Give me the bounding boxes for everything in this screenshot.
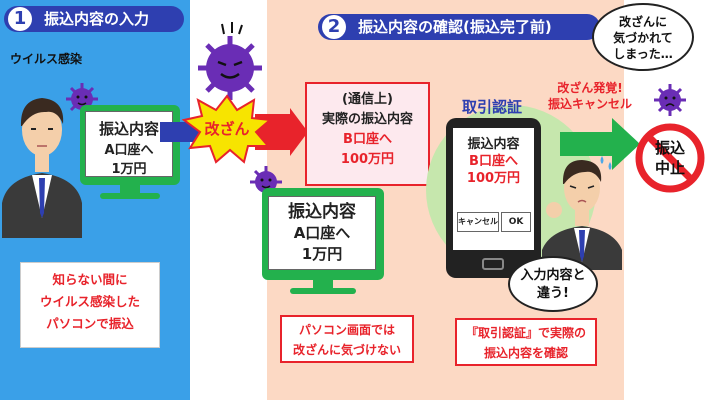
smartphone: 振込内容 B口座へ 100万円 キャンセル OK [446,118,541,278]
note1-line3: パソコンで振込 [46,316,134,331]
monitor2-line2: A口座へ [293,224,351,242]
small-virus-icon-2 [250,166,282,198]
monitor2-line3: 1万円 [301,245,343,263]
virus-infection-label: ウイルス感染 [10,52,83,66]
phone-line3: 100万円 [466,171,521,186]
auth-note-line2: 振込内容を確認 [483,346,568,360]
step1-header: 1 振込内容の入力 [4,6,184,32]
phone-cancel-button[interactable]: キャンセル [457,212,499,232]
phone-line1: 振込内容 [467,137,520,152]
detect-line2: 振込キャンセル [548,97,633,111]
pc-monitor-step2: 振込内容 A口座へ 1万円 [262,188,384,280]
businessman-illustration [2,98,82,238]
auth-check-note: 『取引認証』で実際の 振込内容を確認 [455,318,597,366]
virus-icon [198,22,262,100]
thought-line3: しまった… [613,47,673,61]
tamper-label: 改ざん [204,120,250,138]
actual-line1: (通信上) [342,92,393,107]
step1-title: 振込内容の入力 [44,10,150,28]
actual-line2: 実際の振込内容 [321,112,413,127]
mismatch-callout: 入力内容と 違う! [508,256,598,312]
actual-line3: B口座へ [343,132,392,147]
pc-cannot-detect-note: パソコン画面では 改ざんに気づけない [280,315,414,363]
pc-monitor-step2-screen: 振込内容 A口座へ 1万円 [268,196,376,270]
cancel-arrow [560,118,640,170]
pc-note-line1: パソコン画面では [298,323,395,337]
auth-note-line1: 『取引認証』で実際の [465,326,586,340]
stop-line1: 振込 [654,139,685,157]
virus-thought-bubble: 改ざんに 気づかれて しまった… [592,3,694,71]
phone-content: 振込内容 B口座へ 100万円 [453,136,534,187]
phone-home-button [482,258,504,270]
step1-number: 1 [8,7,32,31]
actual-line4: 100万円 [340,152,395,167]
monitor2-stand [313,280,333,288]
step2-number: 2 [322,15,346,39]
monitor1-line1: 振込内容 [98,120,159,138]
transaction-auth-label: 取引認証 [462,98,523,116]
phone-line2: B口座へ [469,154,518,169]
pc-monitor-step1-screen: 振込内容 A口座へ 1万円 [85,111,173,177]
transfer-stop-label: 振込 中止 [634,138,706,178]
tamper-burst [182,94,272,164]
callout-line2: 違う! [537,286,569,301]
phone-ok-button[interactable]: OK [501,212,531,232]
detect-line1: 改ざん発覚! [557,81,623,95]
sad-virus-icon [654,84,686,116]
pc-monitor-step1: 振込内容 A口座へ 1万円 [80,105,180,185]
monitor2-base [290,288,356,294]
pc-note-line2: 改ざんに気づけない [292,343,401,357]
callout-line1: 入力内容と [520,268,586,283]
step2-title: 振込内容の確認(振込完了前) [358,18,552,36]
step2-header: 2 振込内容の確認(振込完了前) [318,14,600,40]
monitor1-line3: 1万円 [111,162,147,177]
actual-transfer-card: (通信上) 実際の振込内容 B口座へ 100万円 [305,82,430,186]
tamper-detected-label: 改ざん発覚! 振込キャンセル [548,80,632,112]
monitor2-line1: 振込内容 [288,202,356,222]
note1-line1: 知らない間に [52,272,128,287]
monitor1-line2: A口座へ [104,143,154,158]
monitor1-base [100,193,160,199]
infected-pc-note: 知らない間に ウイルス感染した パソコンで振込 [20,262,160,348]
monitor1-stand [120,185,140,193]
prohibited-icon [635,123,705,193]
thought-line2: 気づかれて [613,31,673,45]
thought-line1: 改ざんに [618,15,667,29]
note1-line2: ウイルス感染した [39,294,140,309]
stop-line2: 中止 [654,159,685,177]
smartphone-screen: 振込内容 B口座へ 100万円 キャンセル OK [453,128,534,250]
